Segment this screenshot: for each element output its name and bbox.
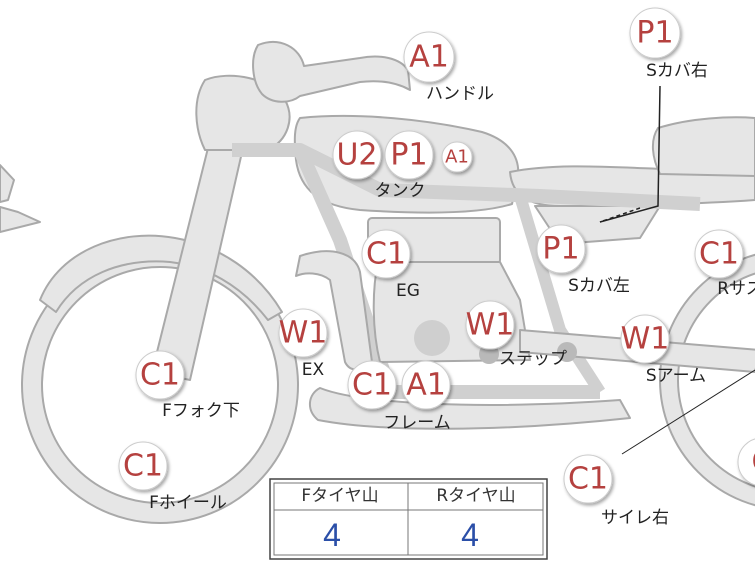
part-label: Rサス [717,279,755,299]
f-tire-header: Fタイヤ山 [301,486,378,506]
badge-code: W1 [279,316,328,351]
front-fender-edge [0,164,15,203]
frame-backbone [232,143,701,211]
badge-code: C1 [568,462,608,497]
marker-handle: A1 ハンドル [403,31,494,104]
leader-s-cover-right-dash [599,207,641,223]
badge-circle [737,438,755,486]
badge-circle [347,360,397,410]
badge-circle [694,229,744,279]
badge-code: C1 [366,237,406,272]
handlebar [252,40,411,103]
marker-r-wheel: C [737,438,755,486]
badge-code: A1 [406,368,446,403]
exhaust-muffler [309,387,631,430]
part-label: Sカバ左 [568,276,630,296]
badge-circle [465,300,515,350]
marker-tank: U2 P1 A1 タンク [332,130,473,201]
frame-seat-rail [514,194,606,396]
badge-code: C1 [699,237,739,272]
badge-code: C1 [140,358,180,393]
leader-lines [599,85,755,455]
badge-code: U2 [336,138,377,173]
badge-code: A1 [445,147,469,168]
footpeg-right [557,342,577,362]
badge-circle [441,141,473,173]
part-label: ステップ [499,349,567,369]
front-fender [39,234,283,321]
badge-circle [403,31,455,83]
badge-circle [563,454,613,504]
marker-step: W1 ステップ [465,300,567,369]
frame-downtube [293,147,600,399]
leader-side-stand [621,369,755,455]
part-label: Sアーム [646,366,706,386]
badge-code: W1 [621,322,670,357]
motorcycle-silhouette [0,40,755,524]
front-fender-tip [0,206,41,233]
badge-code: P1 [542,232,579,267]
r-tire-header: Rタイヤ山 [436,486,515,506]
part-label: Fホイール [149,493,227,513]
badge-code: A1 [409,40,449,75]
tire-tread-table: Fタイヤ山 Rタイヤ山 4 4 [269,478,548,560]
part-label: EG [396,281,420,301]
r-tire-value: 4 [461,517,479,553]
part-label: サイレ右 [601,508,669,528]
badge-circle [536,224,586,274]
part-label: タンク [375,181,426,201]
badge-circle [278,308,328,358]
marker-frame: C1 A1 フレーム [347,360,451,433]
rear-wheel-rim [677,272,755,488]
badge-code: C [752,445,755,480]
badge-circle [118,441,168,491]
part-label: ハンドル [426,84,494,104]
badge-circle [135,350,185,400]
part-label: フレーム [383,413,451,433]
badge-code: W1 [466,308,515,343]
badge-code: P1 [390,138,427,173]
badge-circle [384,130,434,180]
part-label: Fフォク下 [162,401,240,421]
badge-circle [629,7,681,59]
badge-circle [332,130,382,180]
leader-s-cover-right [599,85,661,223]
badge-code: C1 [352,368,392,403]
badge-circle [401,360,451,410]
marker-side-stand-right: C1 サイレ右 [563,454,669,528]
badge-circle [620,314,670,364]
tail-cowl [652,116,755,177]
badge-code: P1 [636,16,673,51]
part-label: EX [302,360,325,380]
f-tire-value: 4 [323,517,341,553]
badge-code: C1 [123,449,163,484]
badge-circle [361,229,411,279]
engine-cover [414,320,450,356]
part-label: Sカバ右 [646,61,708,81]
